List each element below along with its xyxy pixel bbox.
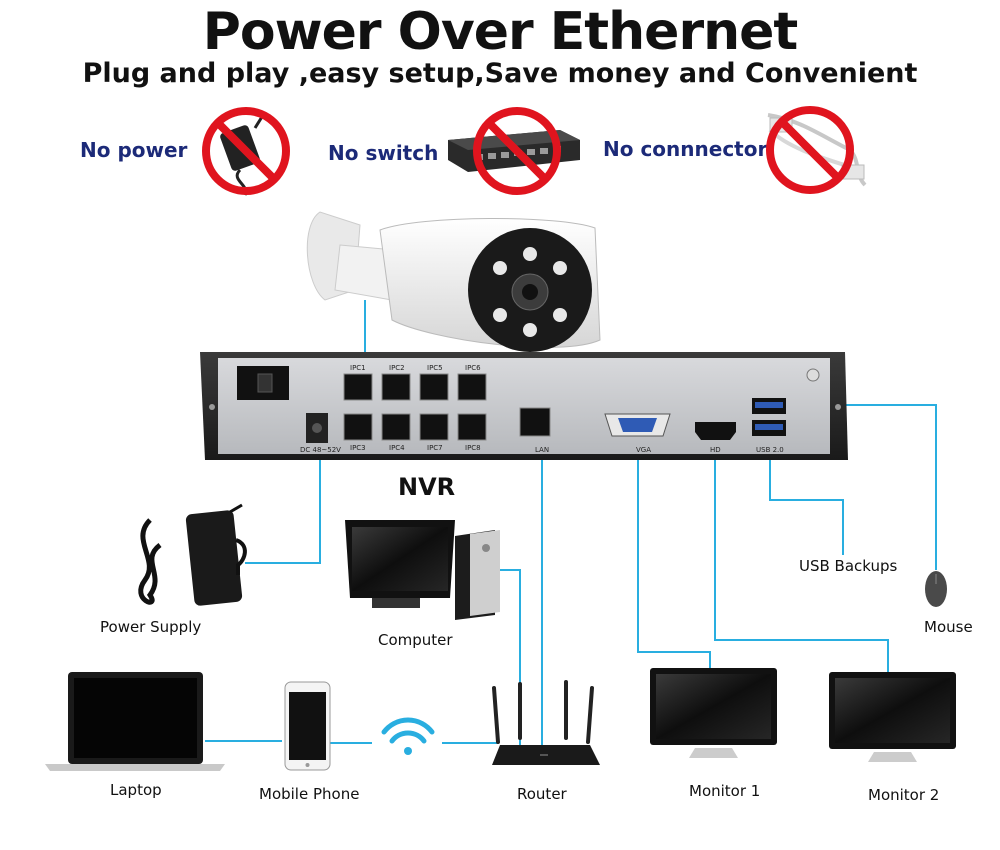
port-label-vga: VGA [636,446,652,454]
laptop-icon [45,672,225,771]
mobile-phone-label: Mobile Phone [259,785,360,803]
no-switch-label: No switch [328,141,439,165]
mouse-label: Mouse [924,618,973,636]
computer-label: Computer [378,631,453,649]
network-switch-icon [448,107,580,195]
monitor1-label: Monitor 1 [689,782,761,800]
router-label: Router [517,785,567,803]
port-label-ipc8: IPC8 [465,444,481,452]
nvr-device [200,352,848,460]
port-label-ipc3: IPC3 [350,444,366,452]
nvr-label: NVR [398,473,456,501]
bullet-camera [306,211,601,352]
router-icon [492,680,600,765]
no-connector-label: No connnector [603,137,768,161]
cable-connector-icon [766,106,867,194]
monitor2-icon [829,672,956,762]
computer-icon [345,520,500,620]
port-label-dc: DC 48~52V [300,446,341,454]
monitor2-label: Monitor 2 [868,786,940,804]
port-label-ipc6: IPC6 [465,364,481,372]
laptop-label: Laptop [110,781,162,799]
wifi-icon [381,717,435,755]
port-label-ipc7: IPC7 [427,444,443,452]
port-label-ipc1: IPC1 [350,364,366,372]
usb-backups-label: USB Backups [799,557,898,575]
page-title: Power Over Ethernet [202,2,798,62]
power-supply-label: Power Supply [100,618,202,636]
port-label-lan: LAN [535,446,550,454]
page-subtitle: Plug and play ,easy setup,Save money and… [82,58,918,89]
no-power-label: No power [80,138,188,162]
port-label-ipc5: IPC5 [427,364,443,372]
mobile-phone-icon [284,681,331,771]
power-adapter-icon [202,107,290,196]
port-label-ipc4: IPC4 [389,444,405,452]
port-label-ipc2: IPC2 [389,364,405,372]
port-label-hd: HD [710,446,721,454]
monitor1-icon [650,668,777,758]
mouse-icon [925,571,947,607]
port-label-usb: USB 2.0 [756,446,784,454]
power-supply-icon [138,503,247,606]
